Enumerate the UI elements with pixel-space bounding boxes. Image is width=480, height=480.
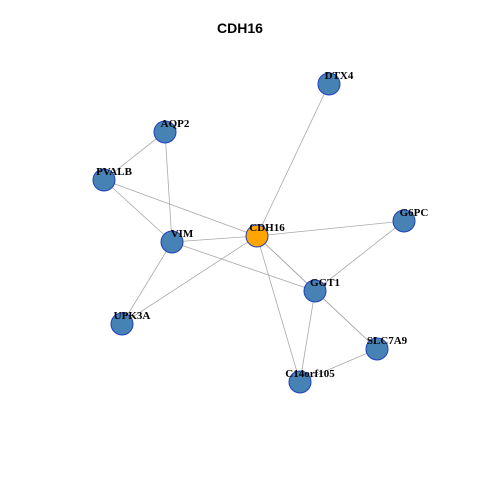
node-label-c14orf105: C14orf105: [285, 368, 335, 380]
edge-slc7a9-c14orf105: [299, 348, 378, 383]
edge-cdh16-upk3a: [121, 235, 258, 325]
edge-vim-upk3a: [121, 241, 173, 325]
edge-pvalb-vim: [103, 179, 173, 243]
edge-cdh16-pvalb: [103, 179, 258, 237]
edge-cdh16-vim: [171, 235, 258, 243]
edge-ggt1-slc7a9: [314, 290, 378, 350]
edge-aqp2-vim: [164, 131, 173, 243]
node-c14orf105: C14orf105: [285, 368, 335, 394]
node-label-cdh16: CDH16: [249, 222, 285, 234]
node-circle-ggt1: [303, 279, 327, 303]
node-label-pvalb: PVALB: [96, 166, 133, 178]
edge-g6pc-ggt1: [314, 220, 405, 292]
edge-cdh16-c14orf105: [256, 235, 301, 383]
node-circle-dtx4: [317, 72, 341, 96]
node-circle-vim: [160, 230, 184, 254]
node-slc7a9: SLC7A9: [365, 335, 408, 361]
node-g6pc: G6PC: [392, 207, 429, 233]
node-vim: VIM: [160, 228, 194, 254]
node-upk3a: UPK3A: [110, 310, 151, 336]
node-label-g6pc: G6PC: [400, 207, 429, 219]
edge-vim-ggt1: [171, 241, 316, 292]
edge-cdh16-dtx4: [256, 83, 330, 237]
node-label-slc7a9: SLC7A9: [367, 335, 408, 347]
node-circle-slc7a9: [365, 337, 389, 361]
node-aqp2: AQP2: [153, 118, 190, 144]
node-label-vim: VIM: [171, 228, 194, 240]
node-pvalb: PVALB: [92, 166, 133, 192]
node-cdh16: CDH16: [245, 222, 285, 248]
node-dtx4: DTX4: [317, 70, 354, 96]
edge-cdh16-g6pc: [256, 220, 405, 237]
node-label-ggt1: GGT1: [310, 277, 340, 289]
node-circle-aqp2: [153, 120, 177, 144]
node-circle-c14orf105: [288, 370, 312, 394]
node-label-upk3a: UPK3A: [114, 310, 151, 322]
edge-ggt1-c14orf105: [299, 290, 316, 383]
diagram-title: CDH16: [217, 20, 263, 36]
edge-aqp2-pvalb: [103, 131, 166, 181]
node-circle-upk3a: [110, 312, 134, 336]
node-circle-pvalb: [92, 168, 116, 192]
node-circle-cdh16: [245, 224, 269, 248]
node-ggt1: GGT1: [303, 277, 340, 303]
node-label-dtx4: DTX4: [325, 70, 354, 82]
node-circle-g6pc: [392, 209, 416, 233]
node-label-aqp2: AQP2: [161, 118, 190, 130]
